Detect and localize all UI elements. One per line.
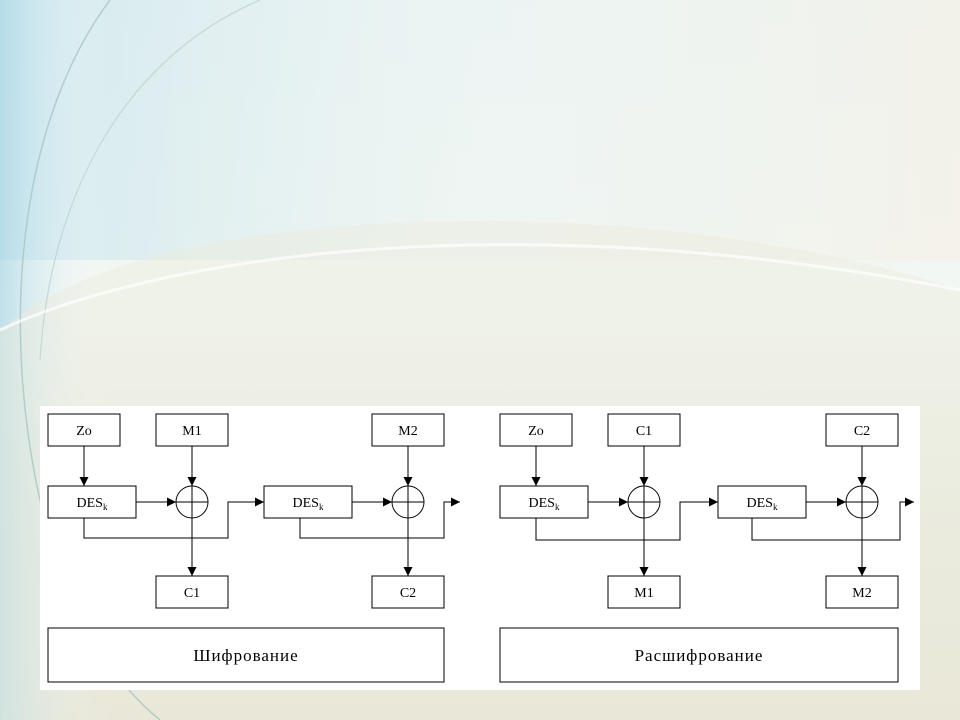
enc-des2-label: DES <box>293 496 319 511</box>
dec-iv-label: Zo <box>528 424 544 439</box>
enc-iv-box: Zo <box>47 413 121 447</box>
enc-xor-2 <box>391 485 425 519</box>
dec-output1-box: M1 <box>607 575 681 609</box>
dec-des1-key: k <box>555 502 560 512</box>
dec-caption-box: Расшифрование <box>499 627 899 683</box>
enc-caption: Шифрование <box>193 646 298 665</box>
dec-xor-1 <box>627 485 661 519</box>
enc-iv-label: Zo <box>76 424 92 439</box>
dec-des-block-2: DESk <box>717 485 807 519</box>
dec-caption: Расшифрование <box>635 646 764 665</box>
svg-text:DESk: DESk <box>529 496 560 512</box>
svg-text:DESk: DESk <box>747 496 778 512</box>
enc-output1-label: C1 <box>184 586 200 601</box>
dec-wires <box>531 446 914 576</box>
decorative-arc-3 <box>0 243 960 332</box>
dec-xor-2 <box>845 485 879 519</box>
svg-text:DESk: DESk <box>293 496 324 512</box>
dec-input2-box: C2 <box>825 413 899 447</box>
enc-des-block-1: DESk <box>47 485 137 519</box>
dec-output1-label: M1 <box>634 586 653 601</box>
enc-input2-box: M2 <box>371 413 445 447</box>
enc-output2-box: C2 <box>371 575 445 609</box>
svg-text:DESk: DESk <box>77 496 108 512</box>
dec-des2-label: DES <box>747 496 773 511</box>
enc-des-block-2: DESk <box>263 485 353 519</box>
dec-iv-box: Zo <box>499 413 573 447</box>
enc-output2-label: C2 <box>400 586 416 601</box>
enc-des2-key: k <box>319 502 324 512</box>
enc-input1-label: M1 <box>182 424 201 439</box>
dec-output2-label: M2 <box>852 586 871 601</box>
decryption-diagram: Zo C1 C2 DESk DESk <box>499 413 914 683</box>
dec-des1-label: DES <box>529 496 555 511</box>
decorative-arc-2 <box>39 0 261 361</box>
cfb-mode-diagram: Zo M1 M2 DESk DESk <box>40 406 920 690</box>
dec-input2-label: C2 <box>854 424 870 439</box>
enc-caption-box: Шифрование <box>47 627 445 683</box>
dec-input1-label: C1 <box>636 424 652 439</box>
enc-wires <box>79 446 460 576</box>
enc-des1-key: k <box>103 502 108 512</box>
dec-output2-box: M2 <box>825 575 899 609</box>
enc-input1-box: M1 <box>155 413 229 447</box>
enc-input2-label: M2 <box>398 424 417 439</box>
encryption-diagram: Zo M1 M2 DESk DESk <box>47 413 460 683</box>
dec-des-block-1: DESk <box>499 485 589 519</box>
dec-input1-box: C1 <box>607 413 681 447</box>
enc-output1-box: C1 <box>155 575 229 609</box>
enc-des1-label: DES <box>77 496 103 511</box>
dec-des2-key: k <box>773 502 778 512</box>
enc-xor-1 <box>175 485 209 519</box>
